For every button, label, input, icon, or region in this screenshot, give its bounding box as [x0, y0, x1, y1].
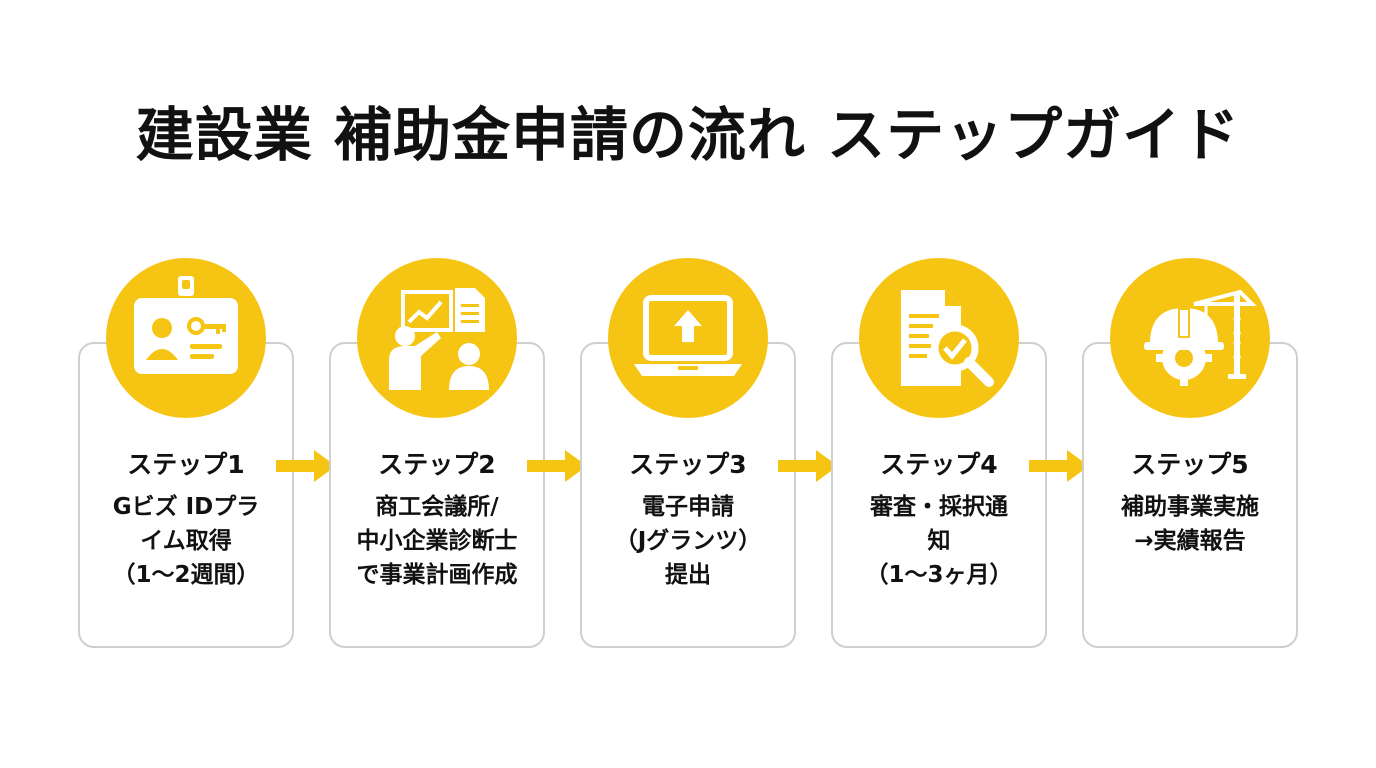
step-line: Gビズ IDプラ	[112, 494, 260, 520]
step-description: Gビズ IDプラ イム取得 （1〜2週間）	[78, 490, 294, 592]
step-3: ステップ3 電子申請 （Jグランツ） 提出	[580, 258, 796, 648]
step-badge	[859, 258, 1019, 418]
step-line: 提出	[665, 562, 711, 588]
step-line: で事業計画作成	[356, 562, 518, 588]
step-line: 審査・採択通	[870, 494, 1008, 520]
step-line: 商工会議所/	[375, 494, 499, 520]
step-1: ステップ1 Gビズ IDプラ イム取得 （1〜2週間）	[78, 258, 294, 648]
step-description: 審査・採択通 知 （1〜3ヶ月）	[831, 490, 1047, 592]
step-line: 電子申請	[642, 494, 734, 520]
step-description: 補助事業実施 →実績報告	[1082, 490, 1298, 558]
step-badge	[357, 258, 517, 418]
arrow-right-icon	[1027, 448, 1091, 484]
step-5: ステップ5 補助事業実施 →実績報告	[1082, 258, 1298, 648]
step-badge	[608, 258, 768, 418]
step-line: 補助事業実施	[1121, 494, 1259, 520]
step-2: ステップ2 商工会議所/ 中小企業診断士 で事業計画作成	[329, 258, 545, 648]
step-line: →実績報告	[1134, 528, 1246, 554]
step-label: ステップ5	[1131, 450, 1249, 479]
arrow-right-icon	[525, 448, 589, 484]
step-line: （1〜3ヶ月）	[865, 562, 1013, 588]
presentation-consult-icon	[389, 288, 489, 390]
step-description: 電子申請 （Jグランツ） 提出	[580, 490, 796, 592]
arrow-right-icon	[776, 448, 840, 484]
step-line: イム取得	[140, 528, 232, 554]
arrow-right-icon	[274, 448, 338, 484]
step-line: （Jグランツ）	[614, 528, 762, 554]
laptop-upload-icon	[634, 295, 742, 376]
step-label: ステップ3	[629, 450, 747, 479]
page-title: 建設業 補助金申請の流れ ステップガイド	[135, 101, 1241, 169]
id-card-icon	[134, 276, 238, 374]
step-line: （1〜2週間）	[112, 562, 260, 588]
step-line: 中小企業診断士	[356, 528, 518, 554]
step-label: ステップ1	[127, 450, 245, 479]
step-4: ステップ4 審査・採択通 知 （1〜3ヶ月）	[831, 258, 1047, 648]
step-description: 商工会議所/ 中小企業診断士 で事業計画作成	[329, 490, 545, 592]
construction-crane-icon	[1144, 289, 1257, 386]
step-label: ステップ2	[378, 450, 496, 479]
step-line: 知	[927, 528, 951, 554]
step-label: ステップ4	[880, 450, 998, 479]
step-badge	[1110, 258, 1270, 418]
document-review-icon	[901, 290, 994, 387]
step-badge	[106, 258, 266, 418]
